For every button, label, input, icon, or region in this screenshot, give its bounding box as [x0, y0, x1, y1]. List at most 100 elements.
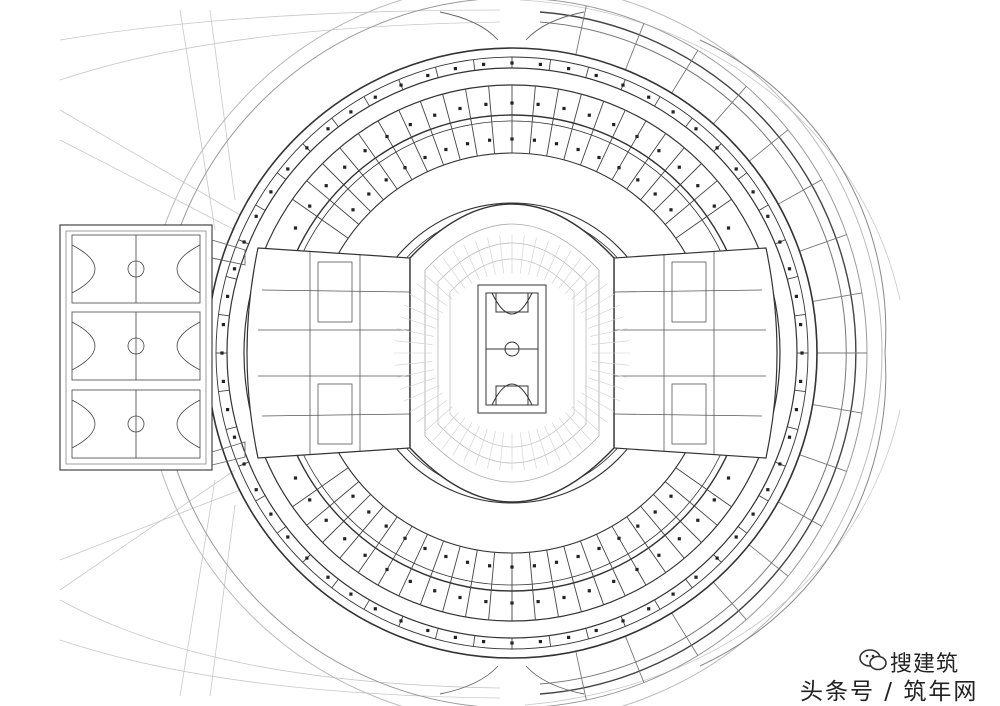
seat-row: [520, 235, 525, 274]
canopy-rib: [799, 454, 847, 472]
column: [696, 518, 700, 522]
column: [612, 579, 616, 583]
column: [373, 607, 377, 611]
column: [794, 408, 798, 412]
column: [657, 553, 661, 557]
room-wall: [546, 549, 559, 617]
room-wall: [596, 109, 626, 172]
ring-wall: [758, 495, 769, 502]
ring-wall: [255, 495, 266, 502]
seat-row: [584, 304, 620, 321]
column: [221, 379, 225, 383]
column: [800, 351, 804, 355]
seat-row: [404, 304, 440, 321]
seat-row: [442, 417, 466, 449]
column: [778, 462, 782, 466]
column: [510, 565, 514, 569]
column: [636, 524, 640, 528]
canopy-rib: [671, 612, 699, 656]
seat-row: [409, 293, 443, 314]
column: [399, 83, 403, 87]
seat-row: [394, 340, 433, 345]
ring-wall: [255, 204, 266, 211]
column: [363, 553, 367, 557]
ring-wall: [685, 117, 693, 128]
room-wall: [419, 540, 445, 605]
column: [647, 607, 651, 611]
seat-row: [551, 422, 572, 456]
column: [385, 567, 389, 572]
column: [482, 62, 486, 66]
column: [286, 167, 290, 171]
ring-wall: [758, 204, 769, 211]
seat-row: [584, 385, 620, 402]
column: [712, 498, 716, 502]
column: [232, 267, 237, 271]
three-point-arc: [71, 321, 96, 371]
ring-wall: [276, 172, 287, 180]
room-wall: [626, 516, 667, 573]
column: [403, 166, 407, 170]
radial-walls: [216, 57, 808, 649]
column: [305, 556, 309, 560]
watermark-brand: 搜建筑: [890, 652, 960, 677]
room-wall: [465, 89, 478, 157]
ring-wall: [794, 313, 806, 317]
canopy-rib: [575, 5, 587, 55]
ring-wall: [276, 526, 287, 534]
seat-row: [590, 328, 628, 337]
column: [536, 600, 540, 604]
column: [226, 294, 230, 298]
three-point-arc: [71, 399, 96, 449]
center-court: [477, 284, 547, 414]
canopy-rib: [748, 129, 789, 162]
seat-row: [487, 237, 496, 275]
seat-row: [565, 265, 592, 294]
ring-wall: [787, 275, 799, 280]
column: [286, 535, 290, 539]
canopy-rib: [777, 501, 823, 527]
column: [373, 95, 377, 99]
canopy-rib: [799, 234, 847, 252]
column: [799, 379, 803, 383]
column: [694, 575, 698, 579]
column: [349, 110, 353, 114]
center-circle: [127, 337, 145, 355]
column: [293, 476, 298, 480]
seat-row: [590, 369, 628, 378]
ring-wall: [472, 59, 476, 71]
canopy-ribs: [575, 5, 867, 701]
column: [653, 192, 657, 196]
seat-row: [404, 385, 440, 402]
room-wall: [488, 85, 496, 154]
column: [484, 600, 488, 604]
seat-row: [551, 250, 572, 284]
room-wall: [339, 505, 384, 559]
column: [635, 134, 639, 139]
column: [597, 155, 601, 160]
room-wall: [664, 180, 718, 225]
ring-wall: [218, 389, 230, 393]
seat-row: [416, 283, 448, 307]
entry-bridges: [211, 11, 585, 695]
column: [305, 146, 309, 150]
seat-row: [432, 412, 459, 441]
column: [726, 226, 731, 230]
seat-row: [463, 245, 480, 281]
room-wall: [398, 534, 428, 597]
column: [567, 67, 571, 71]
seat-row: [475, 429, 488, 466]
column: [567, 635, 571, 639]
seat-row: [409, 392, 443, 413]
room-wall: [442, 93, 461, 160]
canopy-rib: [712, 581, 747, 620]
column: [715, 556, 719, 560]
seat-row: [581, 392, 615, 413]
column: [726, 476, 731, 480]
seat-row: [558, 417, 582, 449]
column: [562, 595, 566, 600]
column: [636, 178, 640, 182]
column: [232, 435, 237, 439]
seat-row: [424, 406, 453, 433]
room-wall: [563, 546, 582, 613]
